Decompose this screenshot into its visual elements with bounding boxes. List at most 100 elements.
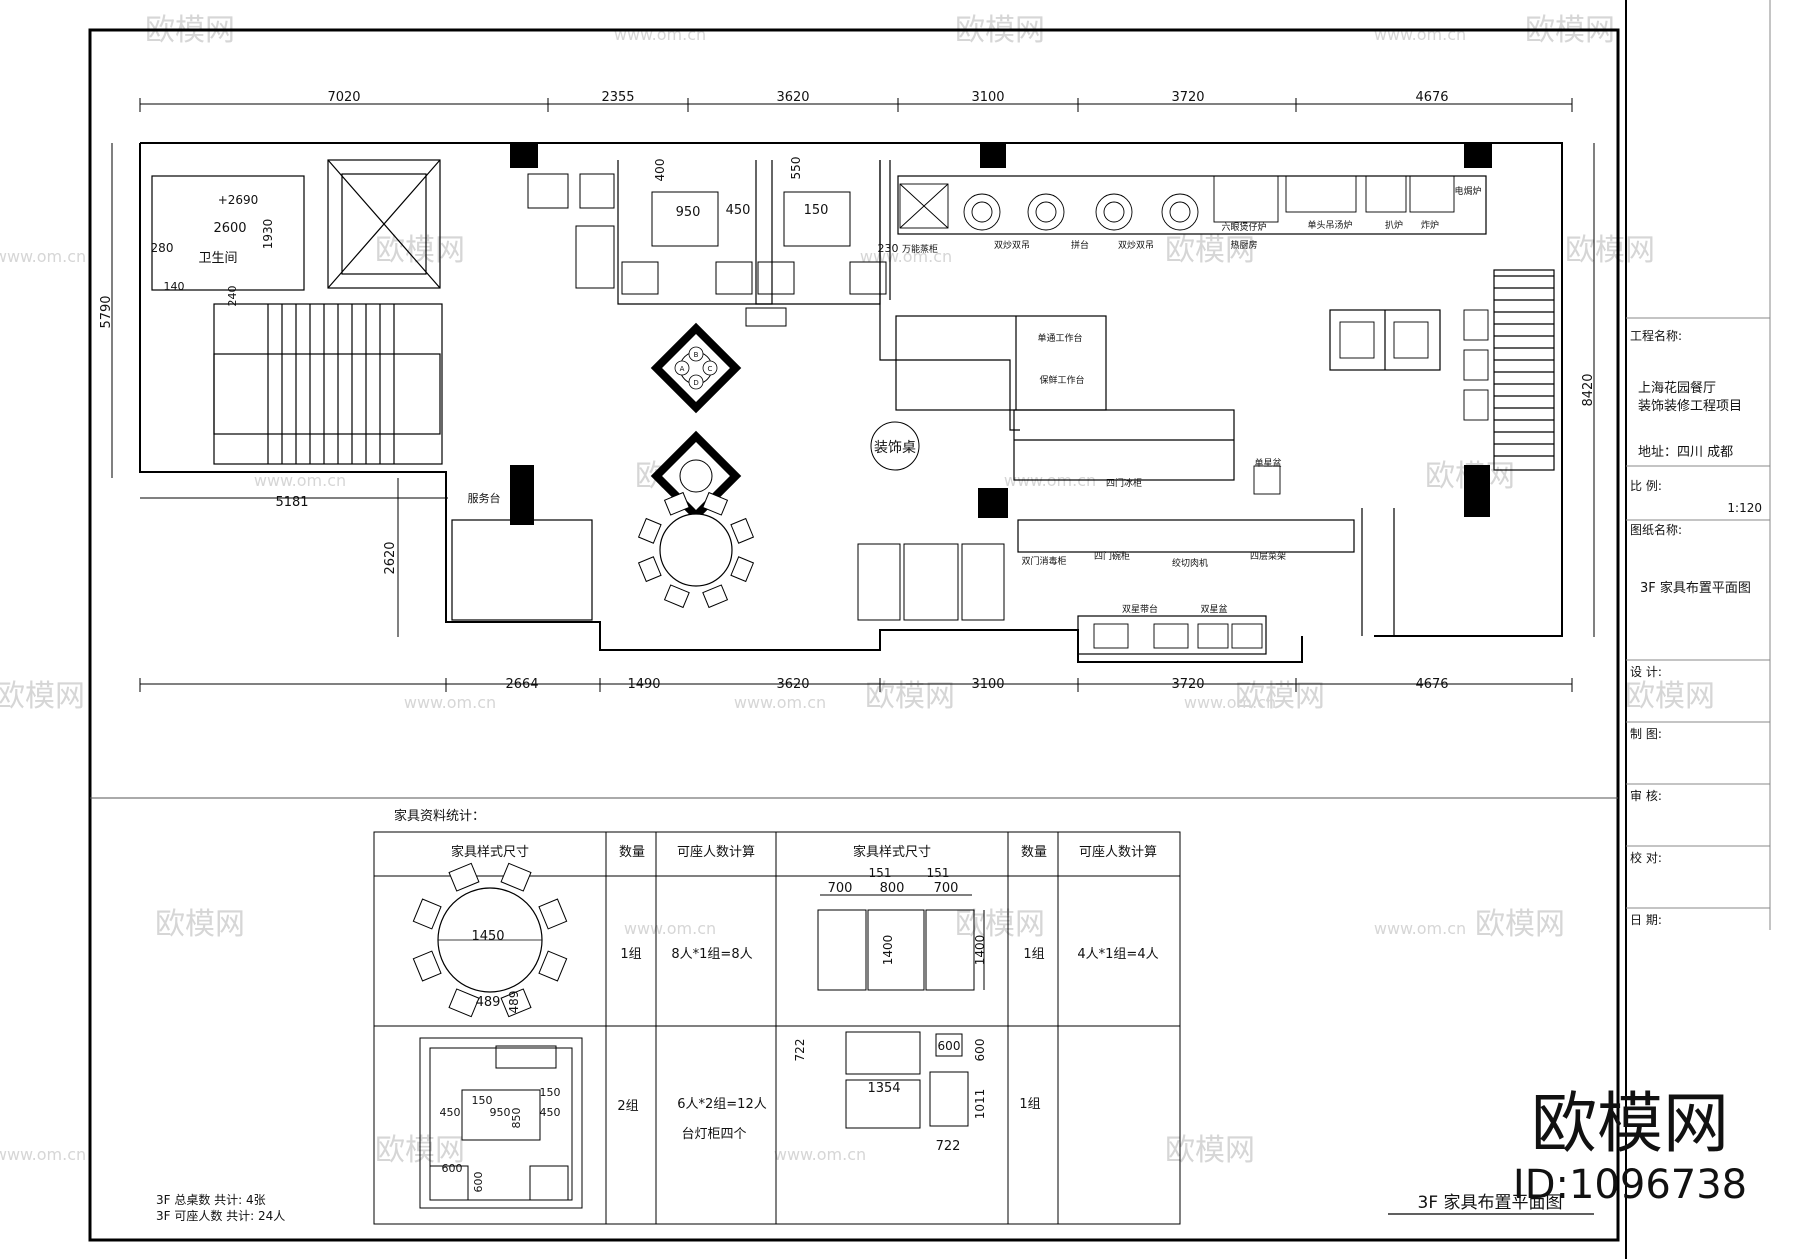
decor-table <box>870 421 920 471</box>
dim-top-2: 2355 <box>601 90 634 105</box>
dim-top-4: 3100 <box>971 90 1004 105</box>
watermark-brand: 欧模网 <box>155 907 245 942</box>
inner-walls <box>151 159 1555 655</box>
detail-dim-489: 489 <box>476 995 501 1010</box>
dim-bottom-4: 3100 <box>971 677 1004 692</box>
tb-scale-value: 1:120 <box>1727 501 1762 515</box>
drawing-frame <box>88 28 1620 1242</box>
room-dim-450a: 450 <box>440 1106 461 1119</box>
tb-project-name-label: 工程名称: <box>1630 328 1682 343</box>
label-double-sink: 双星盆 <box>1200 603 1227 615</box>
chair <box>730 517 755 544</box>
row1-left-qty: 1组 <box>620 947 641 962</box>
dim-left-lower: 2620 <box>383 541 398 574</box>
watermark-url: www.om.cn <box>734 693 826 712</box>
summary-total-seats: 3F 可座人数 共计: 24人 <box>156 1208 285 1223</box>
chair <box>702 491 729 516</box>
tb-address: 地址：四川 成都 <box>1638 445 1733 460</box>
label-single-worktable: 单通工作台 <box>1037 332 1082 344</box>
header-quantity-2: 数量 <box>1021 845 1047 860</box>
drawing-title: 3F 家具布置平面图 <box>1418 1193 1563 1213</box>
chair <box>448 862 480 892</box>
tb-drawing-name: 3F 家具布置平面图 <box>1640 580 1751 596</box>
label-fryer: 炸炉 <box>1421 219 1439 231</box>
dim-450: 450 <box>726 203 751 218</box>
room-dim-850: 850 <box>510 1108 523 1129</box>
watermark-url: www.om.cn <box>774 1145 866 1164</box>
room-dim-600a: 600 <box>442 1162 463 1175</box>
chair <box>412 950 442 982</box>
sofa-dim-722b: 722 <box>936 1139 961 1154</box>
chair <box>500 862 532 892</box>
building-walls <box>139 142 1563 663</box>
detail-booth-dims: 700 151 800 151 700 1400 1400 <box>828 866 987 965</box>
room-dim-150b: 150 <box>540 1086 561 1099</box>
private-room-tables <box>527 173 887 327</box>
dim-top-6: 4676 <box>1415 90 1448 105</box>
dim-bottom-6: 4676 <box>1415 677 1448 692</box>
inner-dimensions: +2690 2600 1930 280 140 240 400 950 450 … <box>151 157 899 307</box>
label-single-sink: 单星盆 <box>1254 457 1281 469</box>
booth-dim-700a: 700 <box>828 881 853 896</box>
dim-150: 150 <box>804 203 829 218</box>
detail-private-room <box>419 1037 583 1209</box>
dim-240: 240 <box>226 286 239 307</box>
seat-label-c: C <box>708 365 713 373</box>
dim-2600: 2600 <box>213 221 246 236</box>
chair <box>663 491 690 516</box>
label-electric-oven: 电焗炉 <box>1454 185 1481 197</box>
header-furniture-style-2: 家具样式尺寸 <box>853 844 931 860</box>
sofa-dim-1354: 1354 <box>867 1081 900 1096</box>
chair <box>730 556 755 583</box>
kitchen-labels: 万能蒸柜 双炒双吊 拼台 双炒双吊 六眼煲仔炉 热厨房 单头吊汤炉 扒炉 炸炉 … <box>902 185 1482 615</box>
dim-elevation: +2690 <box>218 193 259 207</box>
watermark-brand: 欧模网 <box>1625 679 1715 714</box>
dim-top-1: 7020 <box>327 90 360 105</box>
sofa-dim-600b: 600 <box>973 1039 987 1062</box>
label-double-counter: 双星带台 <box>1122 603 1158 615</box>
restroom-label: 卫生间 <box>198 251 237 266</box>
label-grill: 扒炉 <box>1385 219 1403 231</box>
stats-title: 家具资料统计： <box>394 808 485 824</box>
chair <box>538 898 568 930</box>
decor-table-label: 装饰桌 <box>874 440 916 456</box>
title-block: 工程名称: 上海花园餐厅 装饰装修工程项目 地址：四川 成都 比 例: 1:12… <box>1630 328 1762 927</box>
summary-total-tables: 3F 总桌数 共计: 4张 <box>156 1192 266 1207</box>
four-seat-table-1: B C D A <box>650 322 742 414</box>
room-dim-950: 950 <box>490 1106 511 1119</box>
sofa-dim-600a: 600 <box>938 1039 961 1053</box>
dim-140: 140 <box>164 280 185 293</box>
room-dim-150a: 150 <box>472 1094 493 1107</box>
room-dim-600b: 600 <box>472 1172 485 1193</box>
chair <box>637 556 662 583</box>
chair <box>637 517 662 544</box>
watermark-brand: 欧模网 <box>1165 233 1255 268</box>
header-quantity-1: 数量 <box>619 845 645 860</box>
label-disinfect-cabinet: 双门消毒柜 <box>1021 555 1066 567</box>
stats-table-headers: 家具样式尺寸 数量 可座人数计算 家具样式尺寸 数量 可座人数计算 <box>451 844 1157 860</box>
brand-logo-text: 欧模网 <box>1531 1085 1729 1162</box>
tb-design: 设 计: <box>1630 665 1662 679</box>
dim-bottom-1: 2664 <box>505 677 538 692</box>
tb-review: 审 核: <box>1630 788 1662 803</box>
watermark-brand: 欧模网 <box>1235 679 1325 714</box>
detail-dim-489b: 489 <box>507 991 521 1014</box>
dim-550: 550 <box>789 157 803 180</box>
tb-drawing-name-label: 图纸名称: <box>1630 522 1682 537</box>
chair <box>702 584 729 609</box>
dim-stair-width: 5181 <box>275 495 308 510</box>
label-single-soup: 单头吊汤炉 <box>1307 219 1352 231</box>
tb-project-line-2: 装饰装修工程项目 <box>1638 399 1742 414</box>
watermark-url: www.om.cn <box>254 471 346 490</box>
dim-top-5: 3720 <box>1171 90 1204 105</box>
tb-date: 日 期: <box>1630 913 1662 927</box>
detail-dim-1450: 1450 <box>471 929 504 944</box>
label-hot-room: 热厨房 <box>1230 239 1257 251</box>
watermark-brand: 欧模网 <box>955 907 1045 942</box>
row1-left-calc: 8人*1组=8人 <box>671 947 752 962</box>
row2-left-qty: 2组 <box>617 1099 638 1114</box>
label-fresh-worktable: 保鲜工作台 <box>1039 374 1084 386</box>
booth-dim-151b: 151 <box>927 866 950 880</box>
chair <box>663 584 690 609</box>
